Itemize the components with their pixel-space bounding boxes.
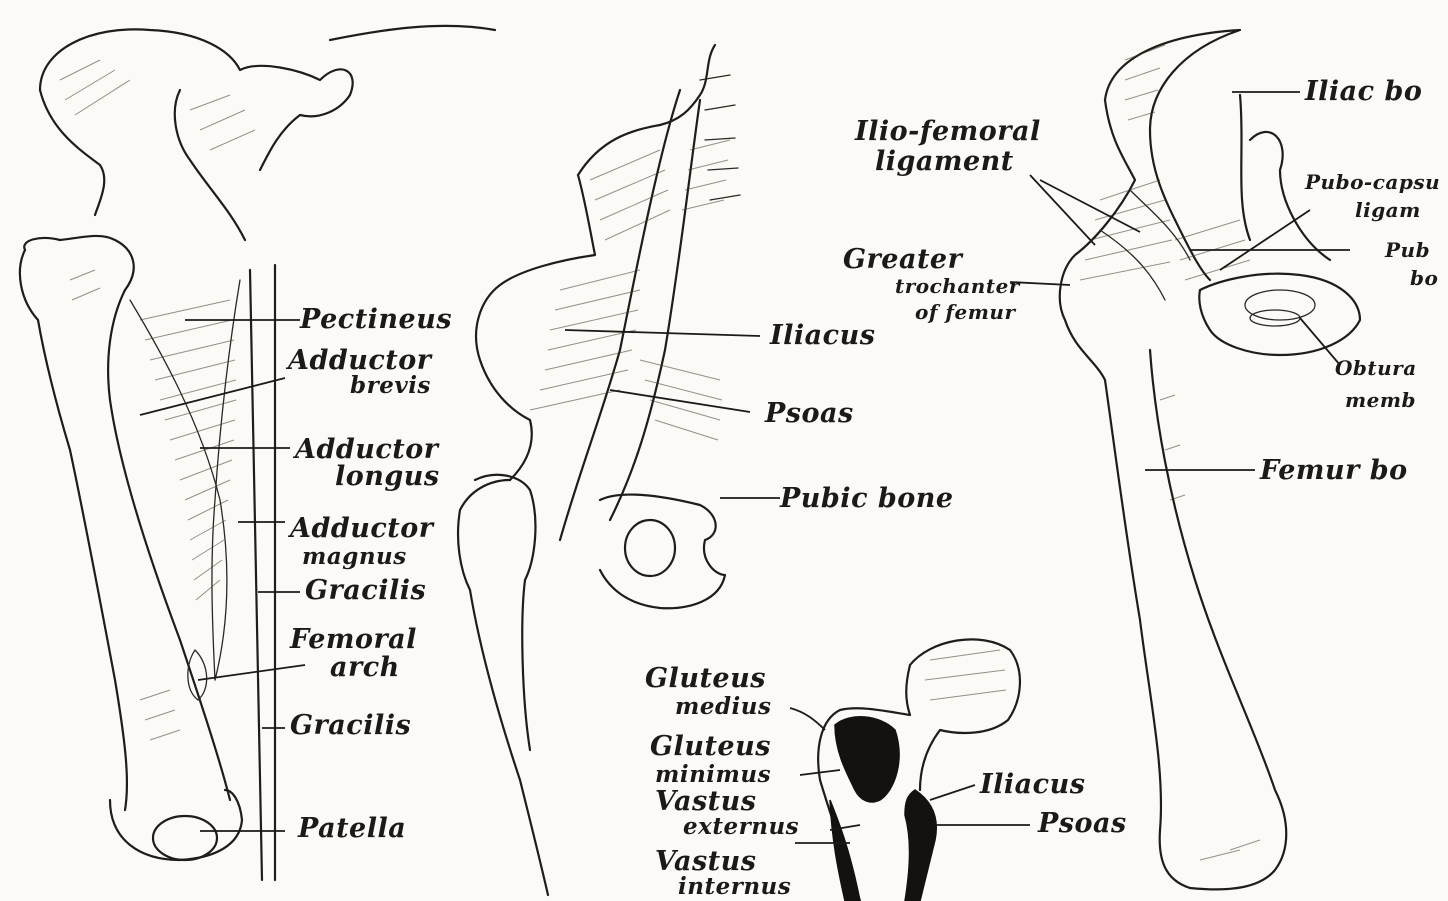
label-gracilis-lower: Gracilis xyxy=(290,712,411,739)
label-femoral-arch-line2: arch xyxy=(330,654,400,681)
label-gracilis-upper: Gracilis xyxy=(305,577,426,604)
label-vastus-internus-line2: internus xyxy=(678,875,791,898)
label-psoas-bottom: Psoas xyxy=(1038,810,1127,837)
label-pubic-right-line1: Pub xyxy=(1385,240,1430,260)
label-obturator-line1: Obtura xyxy=(1335,358,1417,378)
label-ilio-femoral-line1: Ilio-femoral xyxy=(855,118,1041,145)
label-obturator-line2: memb xyxy=(1345,390,1416,410)
label-greater-trochanter-line2: trochanter xyxy=(895,276,1020,296)
label-ilio-femoral-line2: ligament xyxy=(875,148,1014,175)
label-pubo-capsular-line2: ligam xyxy=(1355,200,1421,220)
label-adductor-brevis-line1: Adductor xyxy=(288,347,431,374)
label-adductor-brevis-line2: brevis xyxy=(350,374,431,397)
label-greater-trochanter-line1: Greater xyxy=(843,246,962,273)
label-iliacus-bottom: Iliacus xyxy=(980,771,1085,798)
label-vastus-externus-line2: externus xyxy=(683,815,799,838)
label-patella: Patella xyxy=(298,815,406,842)
label-adductor-magnus-line1: Adductor xyxy=(290,515,433,542)
label-adductor-longus-line1: Adductor xyxy=(295,436,438,463)
label-vastus-externus-line1: Vastus xyxy=(655,788,756,815)
label-iliacus: Iliacus xyxy=(770,322,875,349)
label-pubic-bone: Pubic bone xyxy=(780,485,954,512)
label-vastus-internus-line1: Vastus xyxy=(655,848,756,875)
label-pubo-capsular-line1: Pubo-capsu xyxy=(1305,172,1440,192)
label-femoral-arch-line1: Femoral xyxy=(290,626,417,653)
label-gluteus-minimus-line1: Gluteus xyxy=(650,733,771,760)
label-femur-bone: Femur bo xyxy=(1260,457,1408,484)
label-adductor-magnus-line2: magnus xyxy=(302,545,407,568)
label-adductor-longus-line2: longus xyxy=(335,463,440,490)
label-psoas: Psoas xyxy=(765,400,854,427)
label-gluteus-minimus-line2: minimus xyxy=(655,763,771,786)
label-pectineus: Pectineus xyxy=(300,306,452,333)
label-pubic-right-line2: bo xyxy=(1410,268,1438,288)
label-gluteus-medius-line1: Gluteus xyxy=(645,665,766,692)
label-greater-trochanter-line3: of femur xyxy=(915,302,1015,322)
label-iliac-bone: Iliac bo xyxy=(1305,78,1422,105)
label-gluteus-medius-line2: medius xyxy=(675,695,771,718)
